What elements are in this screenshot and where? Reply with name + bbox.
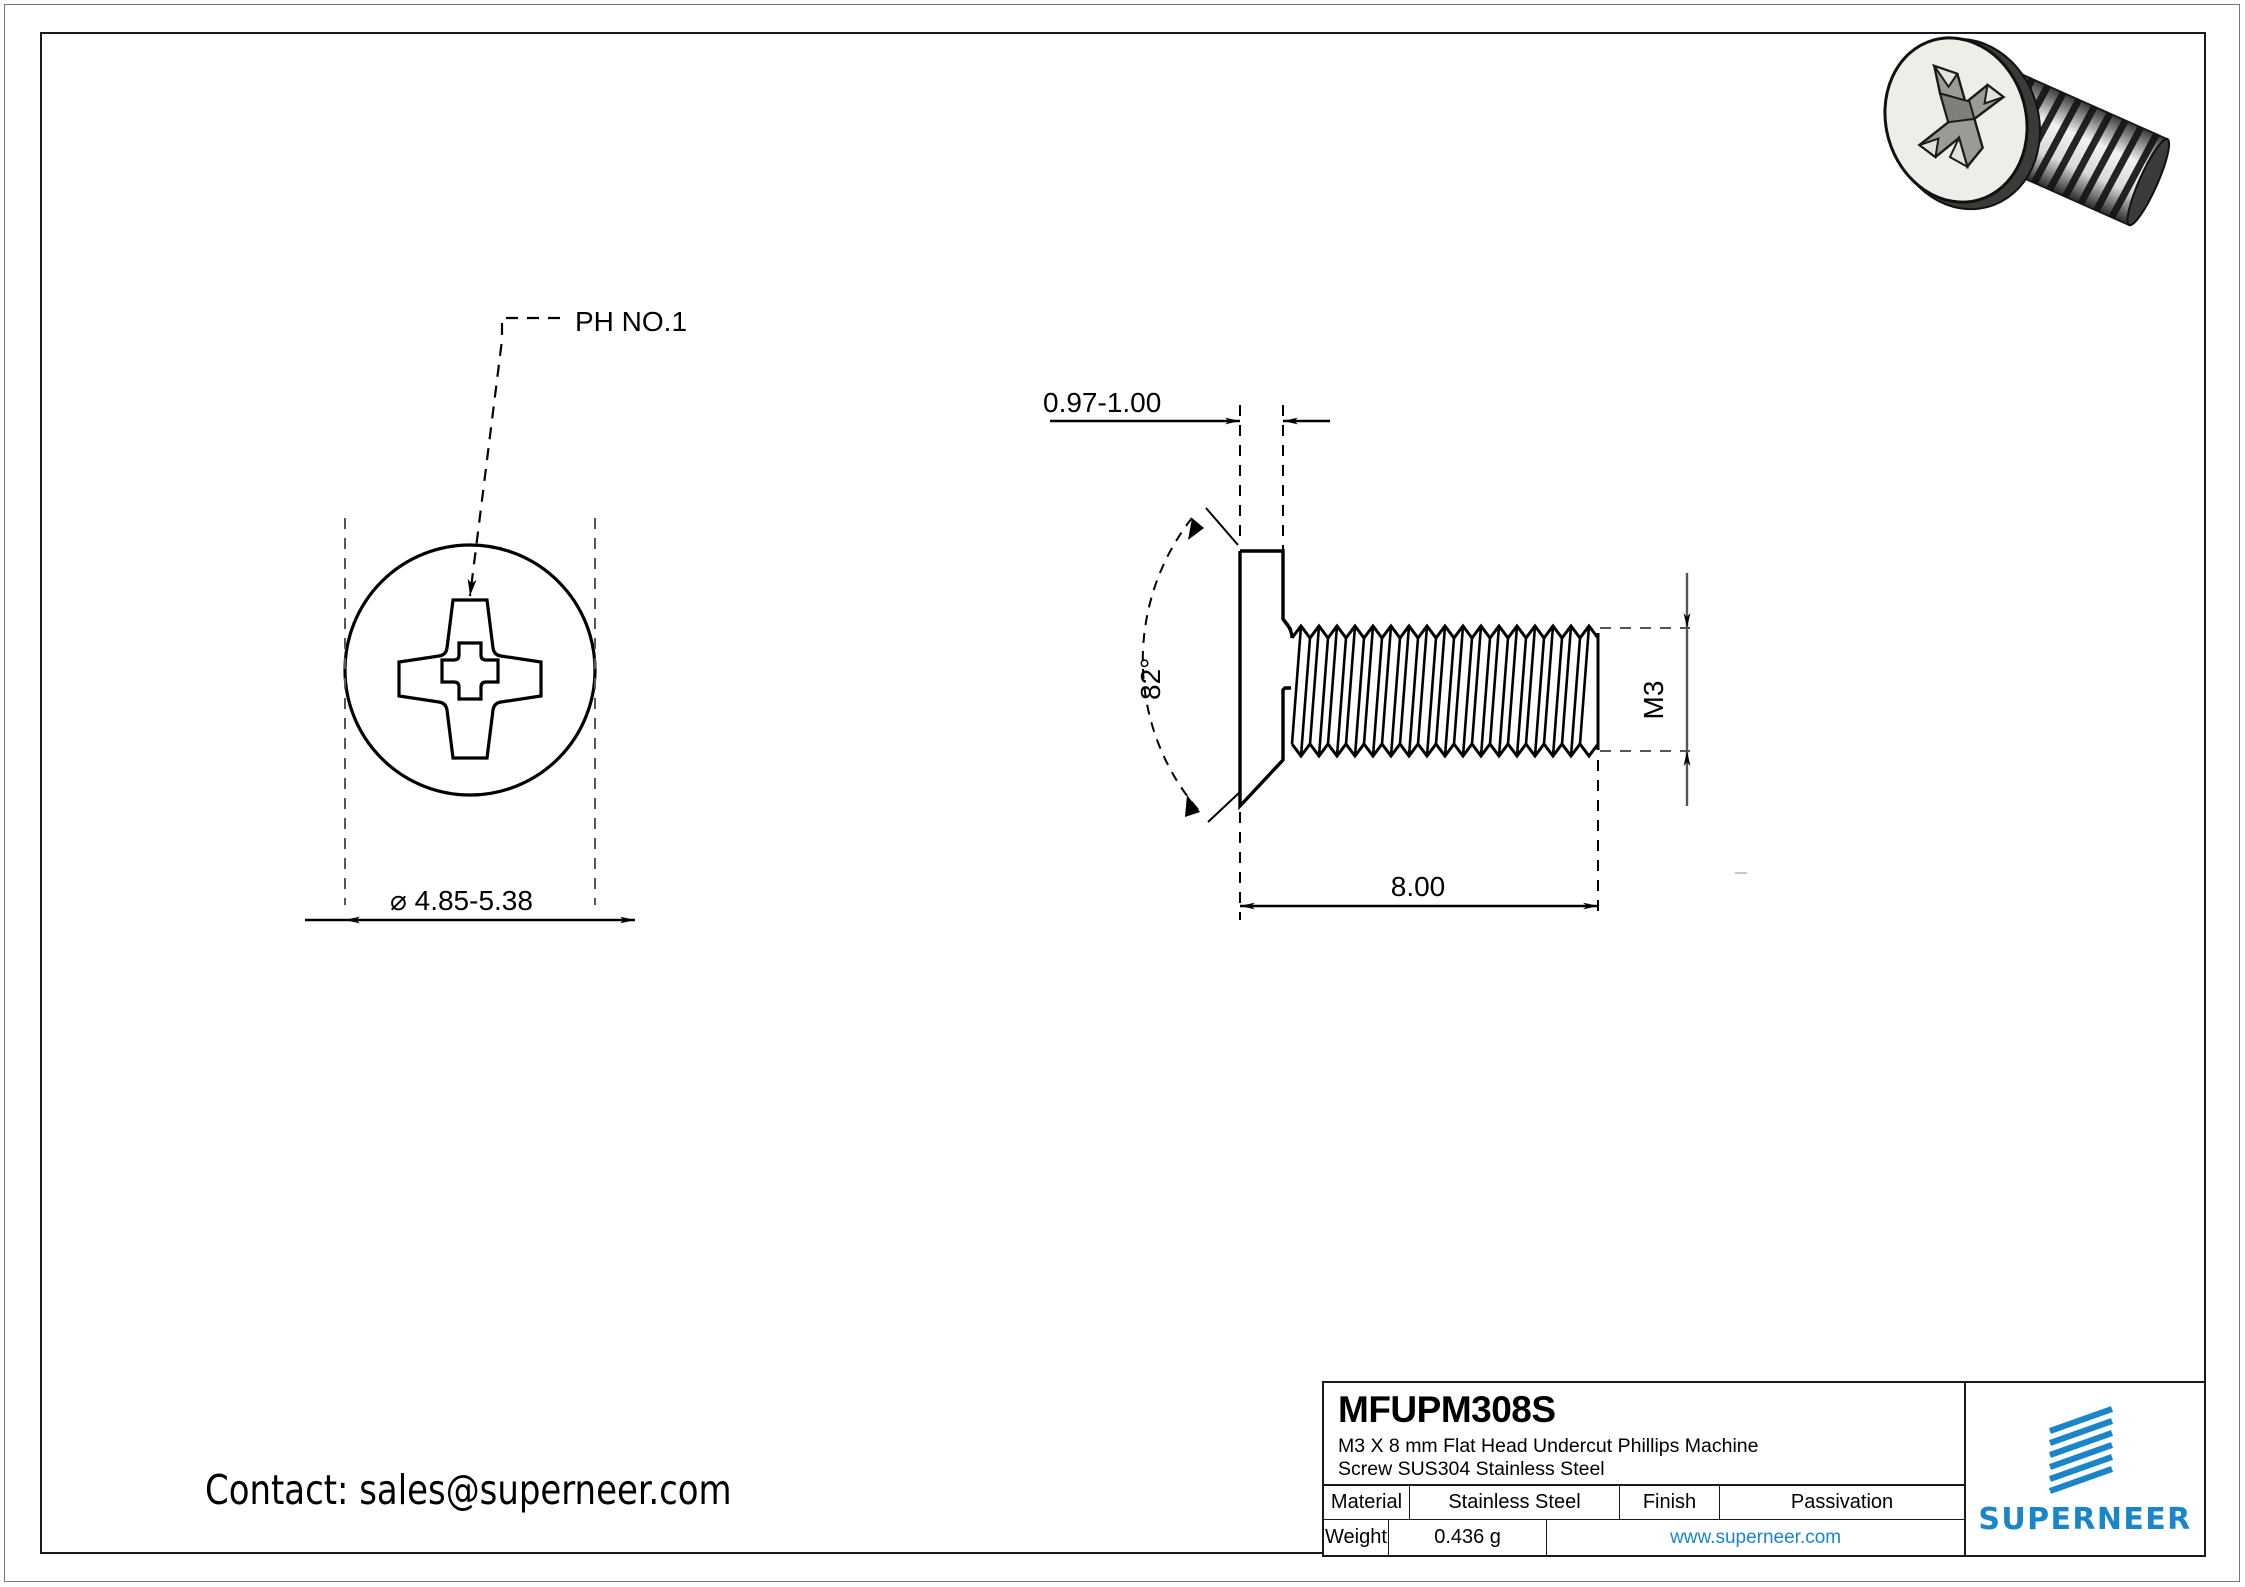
superneer-logo-icon: [2048, 1406, 2114, 1494]
drawing-frame-border: [40, 32, 2206, 1554]
weight-row: Weight 0.436 g www.superneer.com: [1324, 1520, 1964, 1556]
screw-3d-render: [1843, 28, 2243, 243]
phillips-recess-3d: [1917, 63, 2006, 170]
finish-value: Passivation: [1790, 1491, 1894, 1514]
part-description: M3 X 8 mm Flat Head Undercut Phillips Ma…: [1338, 1435, 1759, 1480]
part-number: MFUPM308S: [1338, 1389, 1556, 1430]
page-edge-border: [4, 4, 2240, 1582]
weight-value: 0.436 g: [1389, 1520, 1548, 1556]
title-block-left: MFUPM308S M3 X 8 mm Flat Head Undercut P…: [1324, 1383, 1966, 1556]
title-block-info: MFUPM308S M3 X 8 mm Flat Head Undercut P…: [1324, 1383, 1964, 1486]
brand-name: SUPERNEER: [1978, 1502, 2192, 1537]
title-block: MFUPM308S M3 X 8 mm Flat Head Undercut P…: [1322, 1381, 2206, 1557]
material-row: Material Stainless Steel Finish Passivat…: [1324, 1485, 1964, 1521]
website-link[interactable]: www.superneer.com: [1670, 1526, 1842, 1548]
brand-logo: SUPERNEER: [1966, 1383, 2204, 1555]
weight-label: Weight: [1324, 1520, 1389, 1556]
finish-label: Finish: [1620, 1485, 1720, 1520]
contact-text: Contact: sales@superneer.com: [205, 1466, 732, 1514]
material-value: Stainless Steel: [1410, 1485, 1620, 1520]
material-label: Material: [1324, 1485, 1410, 1520]
